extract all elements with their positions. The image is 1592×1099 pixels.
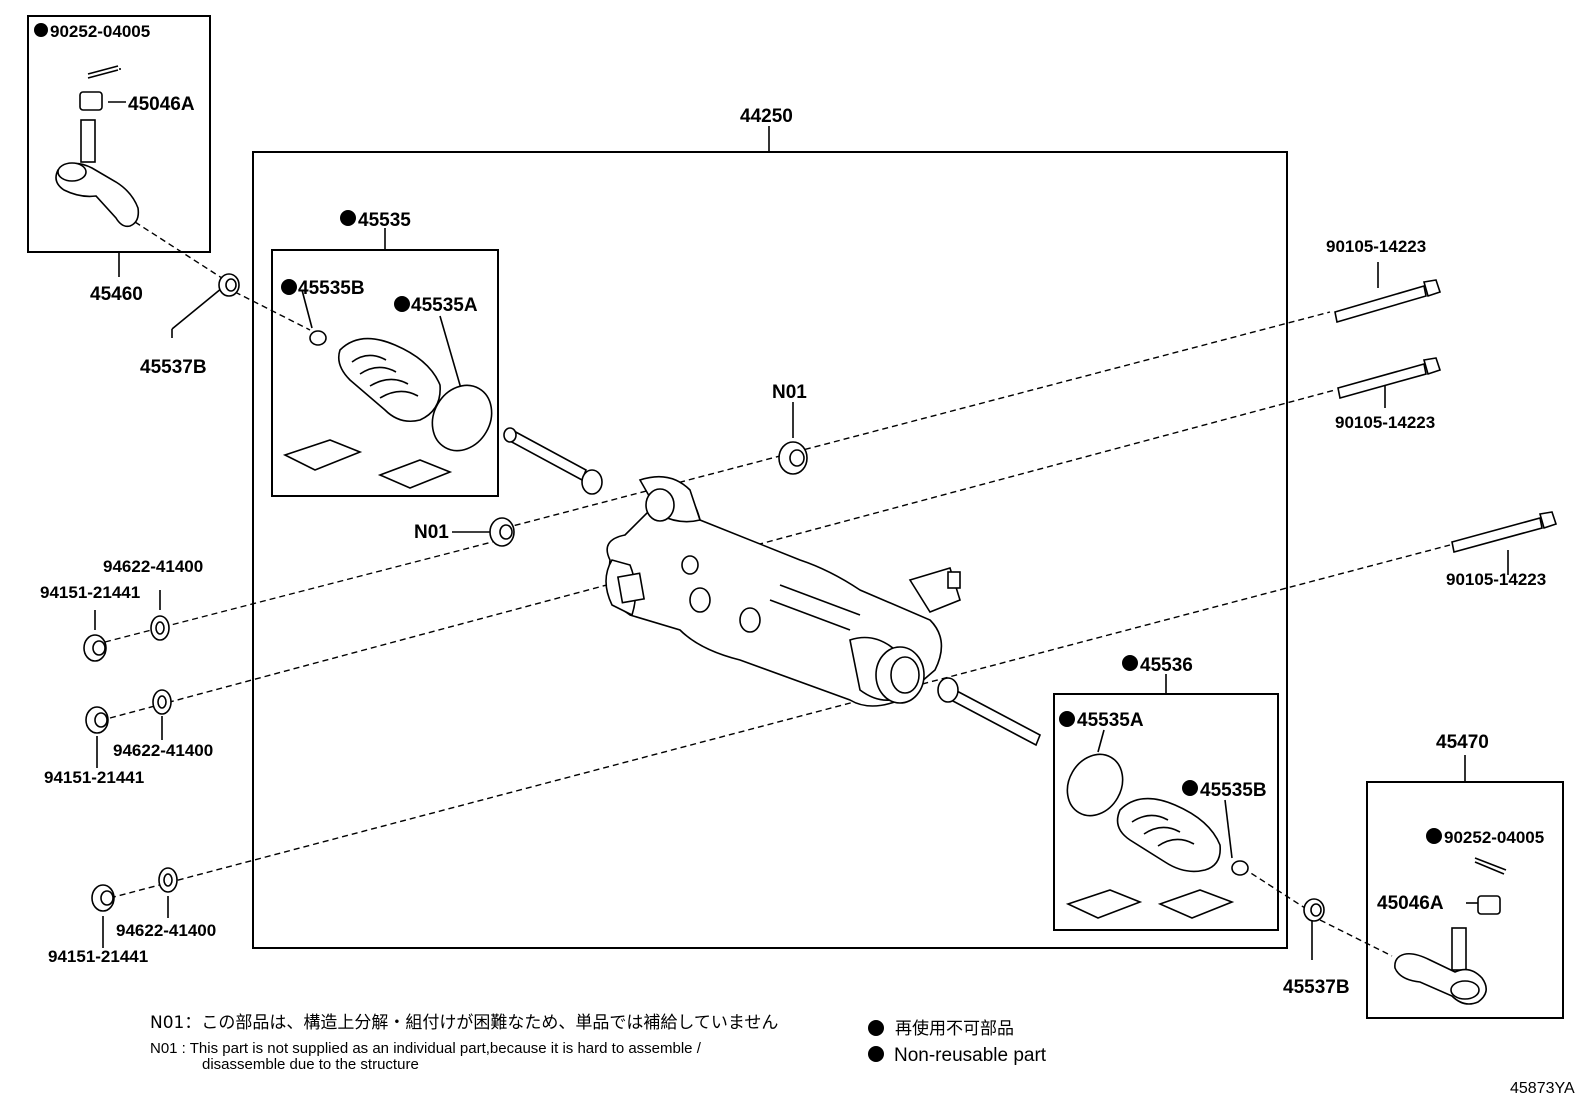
diagram-id: 45873YA bbox=[1510, 1080, 1575, 1097]
bolt-3-drawing bbox=[1451, 511, 1558, 553]
tie-rod-end-right-drawing bbox=[1394, 857, 1507, 1005]
label-bolt-2: 90105-14223 bbox=[1335, 413, 1435, 432]
marker-boot-kit-left bbox=[340, 210, 356, 226]
tie-rod-end-left-drawing bbox=[55, 65, 140, 228]
label-tie-rod-end-left: 45460 bbox=[90, 284, 143, 305]
bolt-1-drawing bbox=[1334, 279, 1442, 324]
label-cotter-pin-left: 90252-04005 bbox=[50, 22, 150, 41]
label-bolt-3: 90105-14223 bbox=[1446, 570, 1546, 589]
legend-japanese: 再使用不可部品 bbox=[895, 1018, 1014, 1038]
label-boot-kit-left: 45535 bbox=[358, 210, 411, 231]
box-main-assembly bbox=[252, 151, 1288, 949]
label-bushing-upper: N01 bbox=[772, 382, 807, 403]
label-clip-right: 45535B bbox=[1200, 780, 1267, 801]
label-nut-2: 94151-21441 bbox=[44, 768, 144, 787]
label-nut-1: 94151-21441 bbox=[40, 583, 140, 602]
label-nut-right: 45046A bbox=[1377, 893, 1444, 914]
label-nut-left: 45046A bbox=[128, 94, 195, 115]
label-bushing-lower: N01 bbox=[414, 522, 449, 543]
nut-3-drawing bbox=[91, 884, 115, 912]
label-boot-kit-right: 45536 bbox=[1140, 655, 1193, 676]
nut-2-drawing bbox=[85, 706, 109, 734]
legend-dot-jp bbox=[868, 1020, 884, 1036]
marker-cotter-pin-left bbox=[34, 23, 48, 37]
label-washer-1: 94622-41400 bbox=[103, 557, 203, 576]
label-lock-nut-left: 45537B bbox=[140, 357, 207, 378]
bushing-upper-drawing bbox=[778, 441, 808, 475]
marker-clip-right bbox=[1182, 780, 1198, 796]
label-cotter-pin-right: 90252-04005 bbox=[1444, 828, 1544, 847]
marker-cotter-pin-right bbox=[1426, 828, 1442, 844]
note-english-line2: disassemble due to the structure bbox=[202, 1056, 419, 1073]
label-washer-3: 94622-41400 bbox=[116, 921, 216, 940]
lock-nut-right-drawing bbox=[1303, 898, 1325, 922]
label-tie-rod-end-right: 45470 bbox=[1436, 732, 1489, 753]
washer-3-drawing bbox=[158, 867, 178, 893]
lock-nut-left-drawing bbox=[218, 273, 240, 297]
marker-boot-kit-right bbox=[1122, 655, 1138, 671]
label-clip-left: 45535B bbox=[298, 278, 365, 299]
marker-clamp-right bbox=[1059, 711, 1075, 727]
marker-clamp-left bbox=[394, 296, 410, 312]
boot-kit-right-drawing bbox=[1065, 753, 1249, 919]
label-clamp-left: 45535A bbox=[411, 295, 478, 316]
note-english-line1: N01 : This part is not supplied as an in… bbox=[150, 1040, 702, 1057]
bolt-2-drawing bbox=[1337, 357, 1442, 400]
legend-dot-en bbox=[868, 1046, 884, 1062]
label-clamp-right: 45535A bbox=[1077, 710, 1144, 731]
legend-english: Non-reusable part bbox=[894, 1045, 1047, 1066]
bushing-lower-drawing bbox=[489, 517, 515, 547]
label-lock-nut-right: 45537B bbox=[1283, 977, 1350, 998]
washer-1-drawing bbox=[150, 615, 170, 641]
label-washer-2: 94622-41400 bbox=[113, 741, 213, 760]
washer-2-drawing bbox=[152, 689, 172, 715]
label-nut-3: 94151-21441 bbox=[48, 947, 148, 966]
label-bolt-1: 90105-14223 bbox=[1326, 237, 1426, 256]
marker-clip-left bbox=[281, 279, 297, 295]
note-japanese: N01：この部品は、構造上分解・組付けが困難なため、単品では補給していません bbox=[150, 1013, 778, 1033]
boot-kit-left-drawing bbox=[282, 330, 493, 489]
nut-1-drawing bbox=[83, 634, 107, 662]
label-main-assembly: 44250 bbox=[740, 106, 793, 127]
steering-rack-drawing bbox=[503, 427, 1042, 747]
